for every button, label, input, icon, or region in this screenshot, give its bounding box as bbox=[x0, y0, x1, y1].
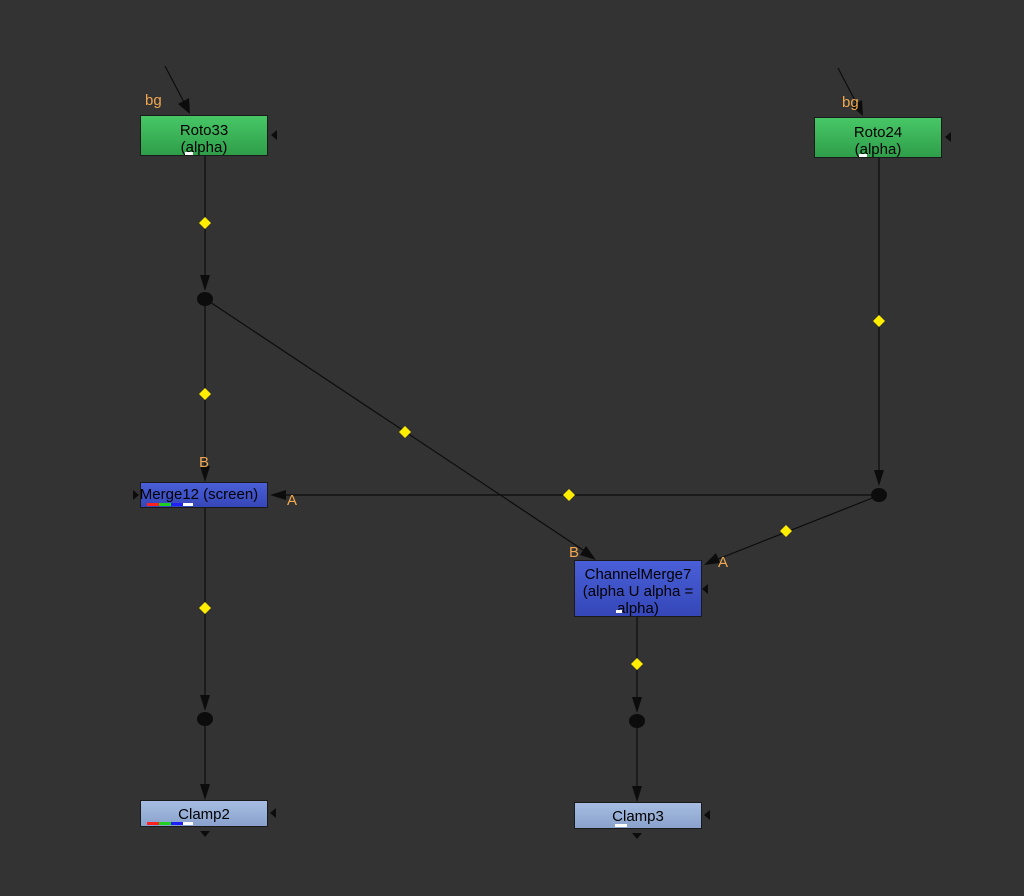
roto24-subtitle: (alpha) bbox=[854, 141, 902, 158]
dot-to-channelmerge7-a-edge bbox=[707, 496, 876, 564]
edge-handle-diamond[interactable] bbox=[631, 658, 643, 670]
merge12-mask-input-arrow[interactable] bbox=[133, 490, 139, 500]
clamp3-alpha-channel-indicator bbox=[615, 824, 627, 827]
channelmerge7-output: alpha) bbox=[617, 600, 659, 617]
dot-to-channelmerge7-b-edge bbox=[209, 301, 593, 557]
roto24-title: Roto24 bbox=[853, 124, 903, 141]
dot-node-roto33[interactable] bbox=[197, 292, 213, 306]
clamp2-blue-channel-indicator bbox=[171, 822, 183, 825]
merge12-green-channel-indicator bbox=[159, 503, 171, 506]
channelmerge7-to-dot-arrow bbox=[632, 697, 642, 713]
edge-handle-diamond[interactable] bbox=[399, 426, 411, 438]
roto33-bg-edge bbox=[164, 65, 188, 109]
channelmerge7-b-label: B bbox=[569, 544, 579, 561]
clamp2-title: Clamp2 bbox=[178, 806, 230, 823]
clamp2-input-arrow bbox=[200, 784, 210, 800]
clamp2-output-arrow[interactable] bbox=[200, 831, 210, 837]
roto24-node[interactable]: Roto24 (alpha) bbox=[814, 117, 942, 158]
channelmerge7-b-arrow bbox=[580, 546, 596, 560]
clamp2-node[interactable]: Clamp2 bbox=[140, 800, 268, 827]
merge12-b-arrow bbox=[200, 466, 210, 482]
clamp2-mask-input-arrow[interactable] bbox=[270, 808, 276, 818]
merge12-alpha-channel-indicator bbox=[183, 503, 193, 506]
merge12-a-arrow bbox=[270, 490, 286, 500]
edge-handle-diamond[interactable] bbox=[873, 315, 885, 327]
dot-node-merge12[interactable] bbox=[197, 712, 213, 726]
roto24-alpha-channel-indicator bbox=[859, 154, 867, 157]
roto24-bg-edge bbox=[837, 67, 861, 111]
clamp3-node[interactable]: Clamp3 bbox=[574, 802, 702, 829]
channelmerge7-operation: (alpha U alpha = bbox=[582, 583, 694, 600]
dot-node-roto24[interactable] bbox=[871, 488, 887, 502]
clamp3-mask-input-arrow[interactable] bbox=[704, 810, 710, 820]
roto33-bg-label: bg bbox=[145, 92, 162, 109]
merge12-blue-channel-indicator bbox=[171, 503, 183, 506]
clamp2-green-channel-indicator bbox=[159, 822, 171, 825]
roto33-title: Roto33 bbox=[179, 122, 229, 139]
channelmerge7-title: ChannelMerge7 bbox=[584, 566, 692, 583]
channelmerge7-node[interactable]: ChannelMerge7 (alpha U alpha = alpha) bbox=[574, 560, 702, 617]
roto33-alpha-channel-indicator bbox=[185, 152, 193, 155]
clamp3-output-arrow[interactable] bbox=[632, 833, 642, 839]
roto33-node[interactable]: Roto33 (alpha) bbox=[140, 115, 268, 156]
roto33-mask-input-arrow[interactable] bbox=[271, 130, 277, 140]
edge-handle-diamond[interactable] bbox=[199, 217, 211, 229]
roto24-mask-input-arrow[interactable] bbox=[945, 132, 951, 142]
channelmerge7-a-arrow bbox=[704, 553, 720, 565]
edge-handle-diamond[interactable] bbox=[199, 388, 211, 400]
edge-handle-diamond[interactable] bbox=[780, 525, 792, 537]
merge12-red-channel-indicator bbox=[147, 503, 159, 506]
channelmerge7-a-label: A bbox=[718, 554, 728, 571]
clamp3-input-arrow bbox=[632, 786, 642, 802]
roto33-to-dot-arrow bbox=[200, 275, 210, 291]
merge12-a-label: A bbox=[287, 492, 297, 509]
merge12-title: Merge12 (screen) bbox=[140, 486, 259, 503]
merge12-node[interactable]: Merge12 (screen) bbox=[140, 482, 268, 508]
roto24-bg-arrow bbox=[851, 100, 863, 116]
clamp2-red-channel-indicator bbox=[147, 822, 159, 825]
edge-handle-diamond[interactable] bbox=[563, 489, 575, 501]
roto24-bg-label: bg bbox=[842, 94, 859, 111]
roto24-to-dot-arrow bbox=[874, 470, 884, 486]
dot-node-channelmerge7[interactable] bbox=[629, 714, 645, 728]
edge-handle-diamond[interactable] bbox=[199, 602, 211, 614]
clamp3-title: Clamp3 bbox=[612, 808, 664, 825]
clamp2-alpha-channel-indicator bbox=[183, 822, 193, 825]
merge12-b-label: B bbox=[199, 454, 209, 471]
channelmerge7-mask-input-arrow[interactable] bbox=[702, 584, 708, 594]
roto33-subtitle: (alpha) bbox=[180, 139, 228, 156]
roto33-bg-arrow bbox=[178, 98, 190, 114]
merge12-to-dot-arrow bbox=[200, 695, 210, 711]
channelmerge7-alpha-channel-indicator bbox=[616, 610, 622, 613]
